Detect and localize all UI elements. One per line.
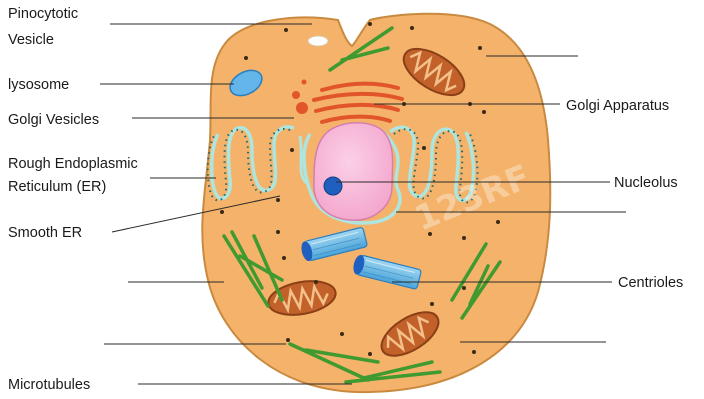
label-pinocytotic-vesicle-line1: Pinocytotic [8, 6, 78, 22]
label-nucleolus: Nucleolus [614, 175, 678, 191]
label-pinocytotic-vesicle-line2: Vesicle [8, 32, 54, 48]
label-golgi-vesicles: Golgi Vesicles [8, 112, 99, 128]
label-smooth-er: Smooth ER [8, 225, 82, 241]
label-golgi-apparatus: Golgi Apparatus [566, 98, 669, 114]
nucleolus-organelle [324, 177, 342, 195]
pinocytotic-vesicle [308, 36, 328, 46]
label-microtubules: Microtubules [8, 377, 90, 393]
label-centrioles: Centrioles [618, 275, 683, 291]
nucleus [314, 123, 393, 220]
label-rough-er-line1: Rough Endoplasmic [8, 156, 138, 172]
label-rough-er-line2: Reticulum (ER) [8, 179, 106, 195]
label-lysosome: lysosome [8, 77, 69, 93]
